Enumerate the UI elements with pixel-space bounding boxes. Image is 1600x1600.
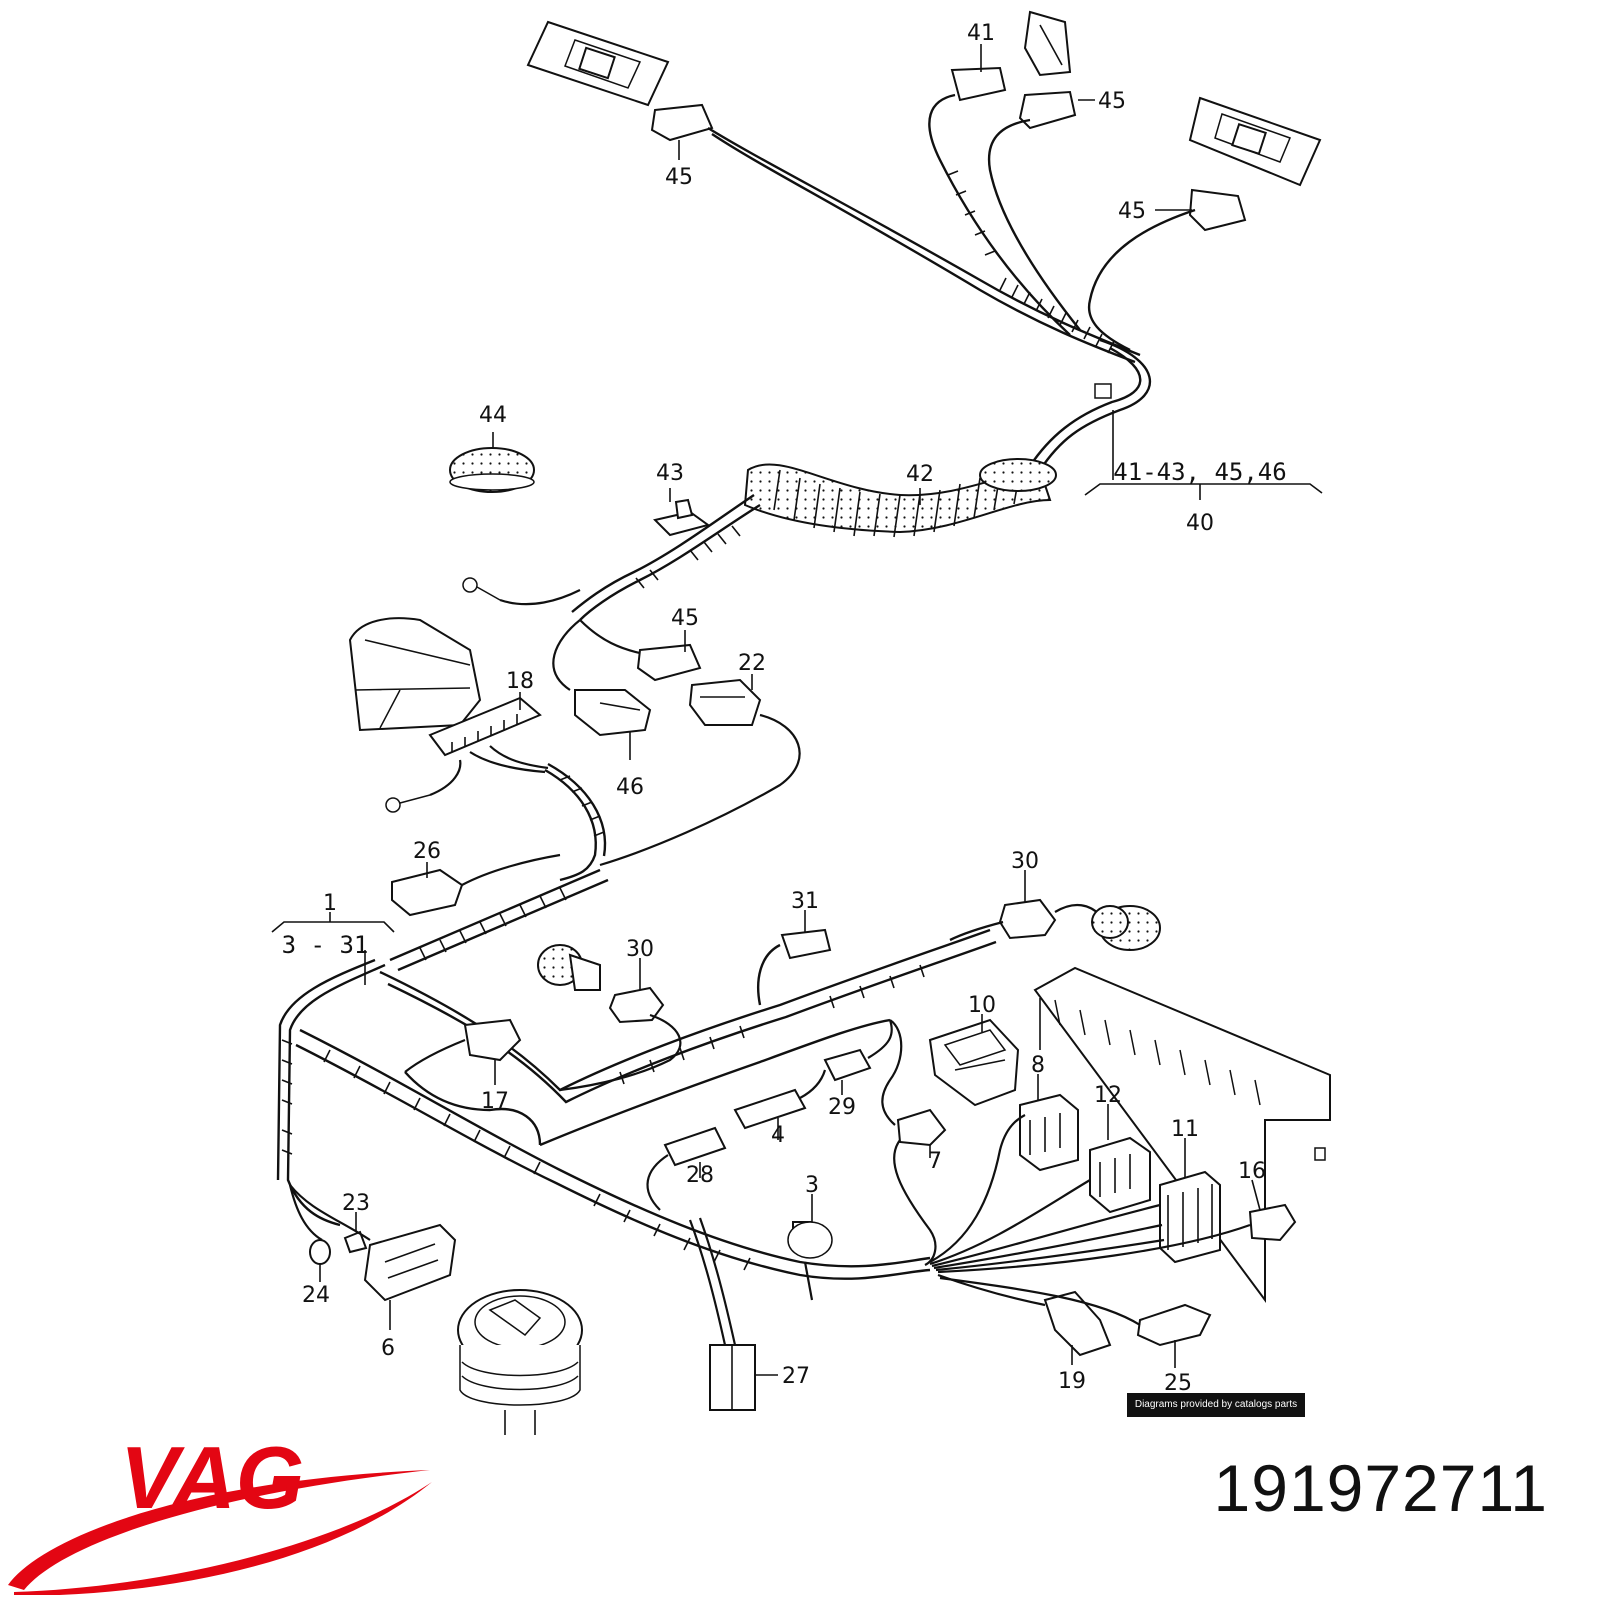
connector-19 (937, 1273, 1112, 1357)
connector-11 (1159, 1170, 1221, 1264)
connector-18 (428, 696, 549, 774)
callout-31: 31 (791, 889, 819, 914)
callout-10: 10 (968, 993, 996, 1018)
connector-41 (950, 66, 1007, 102)
callout-24: 24 (302, 1283, 330, 1308)
group-bracket-1: 1 3 - 31 (271, 891, 395, 985)
group-label-main-assembly: 1 (323, 891, 337, 916)
logo-swoosh (8, 1470, 430, 1590)
connector-45-top-left (650, 103, 714, 142)
callout-45-top-mid: 45 (1098, 89, 1126, 114)
callout-numbers: 41 45 45 45 44 43 42 45 18 22 46 26 1 30… (302, 21, 1266, 1396)
part-number: 191972711 (1213, 1451, 1548, 1525)
connector-17 (404, 1018, 522, 1073)
corrugated-coil-42 (743, 458, 1057, 538)
callout-7: 7 (928, 1149, 942, 1174)
callout-6: 6 (381, 1336, 395, 1361)
callout-42: 42 (906, 462, 934, 487)
callout-8: 8 (1031, 1053, 1045, 1078)
lamp-housing-left (526, 20, 670, 107)
callout-22: 22 (738, 651, 766, 676)
connector-45-right (1188, 188, 1247, 232)
callout-12: 12 (1094, 1083, 1122, 1108)
callout-43: 43 (656, 461, 684, 486)
logo-swoosh-lower (14, 1482, 432, 1595)
connector-23 (343, 1230, 368, 1254)
callout-19: 19 (1058, 1369, 1086, 1394)
tail-lamp-housing (348, 617, 482, 732)
callout-41: 41 (967, 21, 995, 46)
connector-29 (823, 1019, 893, 1082)
callout-18: 18 (506, 669, 534, 694)
connector-25 (939, 1276, 1212, 1347)
callout-45-top-left: 45 (665, 165, 693, 190)
clip-3 (787, 1221, 833, 1301)
callout-16: 16 (1238, 1159, 1266, 1184)
callout-28: 28 (686, 1163, 714, 1188)
clip-43 (653, 498, 711, 537)
callout-29: 29 (828, 1095, 856, 1120)
main-harness (276, 868, 1331, 1435)
callout-23: 23 (342, 1191, 370, 1216)
callout-11: 11 (1171, 1117, 1199, 1142)
connector-30-right (949, 898, 1101, 942)
ring-terminal-upper (462, 577, 581, 606)
connector-22 (688, 678, 762, 726)
callout-45-right: 45 (1118, 199, 1146, 224)
connector-46 (574, 689, 652, 737)
callout-44: 44 (479, 403, 507, 428)
callout-26: 26 (413, 839, 441, 864)
callout-3: 3 (805, 1173, 819, 1198)
connector-31 (780, 928, 832, 960)
vag-logo: VAG (8, 1428, 432, 1595)
connector-30-left (559, 986, 682, 1092)
connector-45-mid (636, 643, 702, 682)
rubber-grommet (457, 1289, 583, 1435)
mid-harness (348, 577, 801, 917)
connector-10 (928, 1018, 1020, 1107)
upper-harness (449, 10, 1322, 621)
connector-16 (1248, 1203, 1297, 1242)
group-label-upper-assembly: 40 (1186, 511, 1214, 536)
connector-12 (1089, 1136, 1151, 1214)
connector-27 (688, 1217, 756, 1411)
group-label-main-range: 3 - 31 (282, 931, 369, 959)
connector-41-holder (1023, 10, 1072, 77)
callout-leaders (319, 44, 1261, 1376)
callout-30-right: 30 (1011, 849, 1039, 874)
connector-26 (391, 853, 561, 917)
bulb-socket-30-left (537, 944, 601, 991)
ring-terminal-lower (385, 759, 462, 813)
connector-8 (1019, 1093, 1079, 1172)
callout-4: 4 (771, 1123, 785, 1148)
callout-25: 25 (1164, 1371, 1192, 1396)
connector-45-top-mid (1018, 90, 1077, 130)
lamp-housing-right (1188, 96, 1322, 187)
connector-28 (646, 1126, 727, 1211)
callout-27: 27 (782, 1364, 810, 1389)
group-bracket-40: 41-43, 45,46 40 (1084, 410, 1323, 536)
group-label-upper-range: 41-43, 45,46 (1113, 458, 1286, 486)
callout-17: 17 (481, 1089, 509, 1114)
connector-6 (363, 1223, 457, 1302)
logo-wordmark: VAG (120, 1428, 304, 1527)
connector-4 (733, 1069, 827, 1130)
grommet-44 (449, 447, 535, 493)
callout-30-left: 30 (626, 937, 654, 962)
bulb-socket-30-right (1091, 905, 1161, 951)
callout-46: 46 (616, 775, 644, 800)
credit-badge: Diagrams provided by catalogs parts (1127, 1393, 1305, 1417)
callout-45-mid: 45 (671, 606, 699, 631)
connector-7 (893, 1108, 947, 1266)
